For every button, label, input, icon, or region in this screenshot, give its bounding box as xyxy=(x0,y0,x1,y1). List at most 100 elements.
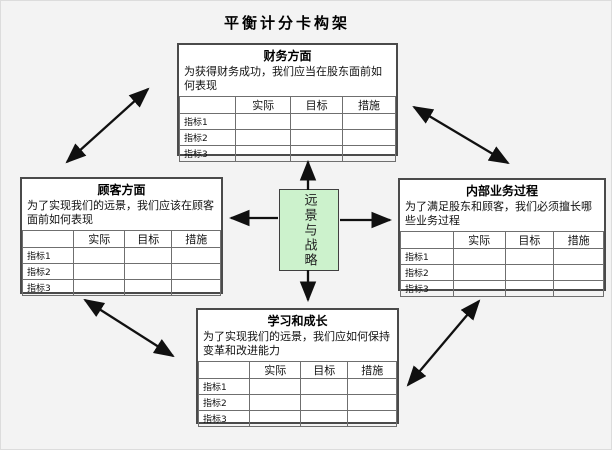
diagram-title: 平衡计分卡构架 xyxy=(223,14,350,32)
table-cell xyxy=(504,263,555,281)
table-cell xyxy=(290,112,344,130)
table-cell xyxy=(123,278,173,296)
table-cell xyxy=(249,377,301,395)
table-row: 指标1 xyxy=(178,112,396,130)
panel-internal-desc: 为了满足股东和顾客，我们必须擅长哪些业务过程 xyxy=(405,200,592,228)
table-cell xyxy=(249,393,301,411)
table-corner-cell xyxy=(21,229,75,248)
table-header-row: 实际 目标 措施 xyxy=(400,230,604,249)
row-label: 指标1 xyxy=(21,246,75,264)
vision-strategy-label: 远景与战略 xyxy=(301,192,317,268)
table-row: 指标3 xyxy=(178,144,396,162)
table-row: 指标3 xyxy=(197,409,397,427)
panel-finance-title: 财务方面 xyxy=(263,49,312,63)
table-row: 指标2 xyxy=(400,263,604,281)
table-row: 指标3 xyxy=(21,278,221,296)
table-cell xyxy=(342,112,396,130)
col-header-target: 目标 xyxy=(290,95,344,114)
table-cell xyxy=(73,278,125,296)
panel-internal-table: 实际 目标 措施 指标1 指标2 指标3 xyxy=(400,230,604,297)
table-cell xyxy=(235,128,292,146)
row-label: 指标3 xyxy=(178,144,237,162)
table-cell xyxy=(347,409,397,427)
panel-customer-title: 顾客方面 xyxy=(97,183,146,197)
row-label: 指标2 xyxy=(21,262,75,280)
panel-internal-process: 内部业务过程 为了满足股东和顾客，我们必须擅长哪些业务过程 实际 目标 措施 指… xyxy=(398,178,606,297)
row-label: 指标3 xyxy=(21,278,75,296)
table-row: 指标2 xyxy=(21,262,221,280)
table-corner-cell xyxy=(400,230,454,249)
row-label: 指标2 xyxy=(197,393,251,411)
row-label: 指标3 xyxy=(197,409,251,427)
col-header-measure: 措施 xyxy=(553,230,604,249)
table-cell xyxy=(347,377,397,395)
table-cell xyxy=(235,144,292,162)
table-corner-cell xyxy=(178,95,237,114)
table-cell xyxy=(452,279,506,297)
col-header-actual: 实际 xyxy=(452,230,506,249)
arrow-finance-internal xyxy=(412,105,510,165)
table-corner-cell xyxy=(197,360,251,379)
table-cell xyxy=(342,144,396,162)
table-row: 指标1 xyxy=(21,246,221,264)
row-label: 指标1 xyxy=(400,247,454,265)
row-label: 指标3 xyxy=(400,279,454,297)
table-row: 指标2 xyxy=(178,128,396,146)
row-label: 指标1 xyxy=(178,112,237,130)
col-header-actual: 实际 xyxy=(73,229,125,248)
table-cell xyxy=(299,393,349,411)
col-header-target: 目标 xyxy=(299,360,349,379)
table-row: 指标2 xyxy=(197,393,397,411)
table-cell xyxy=(553,247,604,265)
table-cell xyxy=(347,393,397,411)
panel-customer-table: 实际 目标 措施 指标1 指标2 指标3 xyxy=(21,229,221,296)
table-cell xyxy=(342,128,396,146)
table-cell xyxy=(73,246,125,264)
arrow-customer-finance xyxy=(65,87,150,164)
panel-internal-title: 内部业务过程 xyxy=(465,184,538,198)
table-cell xyxy=(171,246,221,264)
table-cell xyxy=(504,247,555,265)
panel-learning-growth: 学习和成长 为了实现我们的远景，我们应如何保持变革和改进能力 实际 目标 措施 … xyxy=(196,308,399,427)
panel-finance: 财务方面 为获得财务成功，我们应当在股东面前如何表现 实际 目标 措施 指标1 … xyxy=(177,43,398,162)
col-header-actual: 实际 xyxy=(249,360,301,379)
panel-learning-title: 学习和成长 xyxy=(267,314,328,328)
table-cell xyxy=(290,144,344,162)
table-cell xyxy=(553,279,604,297)
table-cell xyxy=(123,262,173,280)
col-header-target: 目标 xyxy=(123,229,173,248)
table-cell xyxy=(504,279,555,297)
table-header-row: 实际 目标 措施 xyxy=(21,229,221,248)
arrow-learning-internal xyxy=(406,299,481,387)
row-label: 指标2 xyxy=(400,263,454,281)
table-cell xyxy=(73,262,125,280)
table-cell xyxy=(299,409,349,427)
col-header-measure: 措施 xyxy=(347,360,397,379)
col-header-target: 目标 xyxy=(504,230,555,249)
table-row: 指标1 xyxy=(400,247,604,265)
table-header-row: 实际 目标 措施 xyxy=(197,360,397,379)
table-cell xyxy=(452,247,506,265)
row-label: 指标2 xyxy=(178,128,237,146)
table-cell xyxy=(299,377,349,395)
table-cell xyxy=(249,409,301,427)
panel-finance-table: 实际 目标 措施 指标1 指标2 指标3 xyxy=(178,95,396,162)
table-cell xyxy=(123,246,173,264)
col-header-measure: 措施 xyxy=(342,95,396,114)
table-cell xyxy=(553,263,604,281)
table-row: 指标1 xyxy=(197,377,397,395)
panel-learning-table: 实际 目标 措施 指标1 指标2 指标3 xyxy=(197,360,397,427)
table-cell xyxy=(171,262,221,280)
vision-strategy-box: 远景与战略 xyxy=(279,189,339,271)
table-row: 指标3 xyxy=(400,279,604,297)
table-cell xyxy=(235,112,292,130)
table-cell xyxy=(171,278,221,296)
panel-customer-desc: 为了实现我们的远景，我们应该在顾客面前如何表现 xyxy=(27,199,214,227)
panel-learning-desc: 为了实现我们的远景，我们应如何保持变革和改进能力 xyxy=(203,330,390,358)
table-cell xyxy=(290,128,344,146)
table-header-row: 实际 目标 措施 xyxy=(178,95,396,114)
table-cell xyxy=(452,263,506,281)
panel-finance-desc: 为获得财务成功，我们应当在股东面前如何表现 xyxy=(184,65,382,93)
col-header-actual: 实际 xyxy=(235,95,292,114)
